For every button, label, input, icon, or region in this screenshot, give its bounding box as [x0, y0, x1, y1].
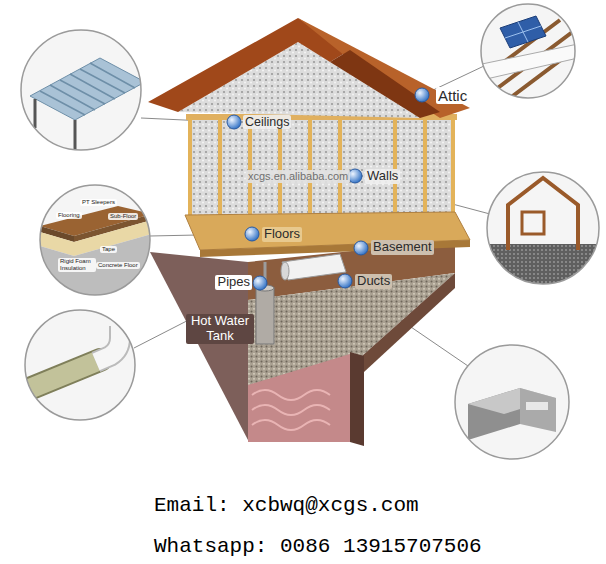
- inset-label: Tape: [100, 246, 117, 253]
- stud: [278, 118, 282, 216]
- inset-border: [40, 185, 150, 295]
- basement-corner: [350, 352, 364, 446]
- wall-studs: [190, 118, 453, 216]
- part-label: Basement: [371, 240, 434, 255]
- inset-border: [455, 345, 569, 459]
- roof-gable: [330, 50, 440, 118]
- duct: [282, 254, 346, 280]
- window-frame: [522, 212, 544, 234]
- part-label: Ducts: [355, 274, 392, 289]
- inset-border: [21, 30, 141, 150]
- contact-text: Whatsapp: 0086 13915707506: [152, 535, 484, 559]
- house-frame: [508, 178, 578, 250]
- inset-label: Sub-Floor: [108, 213, 138, 220]
- roof-ribs: [40, 63, 135, 115]
- roof-right: [298, 18, 470, 118]
- pipe-sleeve: [22, 360, 100, 392]
- part-label: Ceilings: [243, 115, 291, 129]
- metal-roof: [30, 58, 145, 120]
- stud: [338, 118, 342, 216]
- marker-dot: [245, 227, 259, 241]
- part-label: Floors: [262, 227, 302, 242]
- contact-text: Email: xcbwq@xcgs.com: [152, 494, 421, 518]
- duct-end: [281, 262, 289, 280]
- stud: [308, 118, 312, 216]
- roof-panel-inset: [30, 58, 145, 150]
- wall-insulation: [188, 118, 455, 215]
- marker-dot: [227, 115, 241, 129]
- marker-dot: [253, 276, 267, 290]
- pipe-sleeve-edge: [22, 360, 100, 392]
- inset-border: [25, 310, 135, 420]
- duct-side: [520, 388, 556, 432]
- panel-grid: [505, 22, 541, 42]
- elbow-edge: [96, 326, 120, 362]
- part-label: Walls: [365, 169, 400, 184]
- marker-dot: [354, 241, 368, 255]
- marker-dot: [338, 274, 352, 288]
- duct-inset: [468, 388, 556, 440]
- roof-beams: [35, 82, 145, 150]
- stud: [451, 118, 455, 216]
- part-label: Pipes: [215, 275, 252, 290]
- heated-slab: [248, 354, 350, 442]
- stud: [188, 118, 192, 216]
- stud: [423, 118, 427, 216]
- duct-tag: [526, 402, 548, 410]
- floor-beam: [200, 240, 470, 257]
- inset-border: [481, 4, 575, 98]
- concrete: [40, 234, 152, 300]
- stud: [248, 118, 252, 216]
- inset-label: Rigid Foam Insulation: [58, 258, 96, 272]
- attic-insulation: [482, 44, 578, 80]
- hot-water-tank: [256, 288, 274, 344]
- floor-section-inset: [40, 206, 152, 300]
- wall-inset: [486, 178, 600, 290]
- inset-label: Concrete Floor: [96, 262, 140, 269]
- part-label: Attic: [436, 87, 469, 104]
- pipe-inset: [22, 326, 120, 392]
- inset-label: PT Sleepers: [80, 199, 117, 206]
- inset-border: [487, 172, 599, 284]
- inset-circle: [455, 345, 569, 459]
- marker-dot: [415, 88, 429, 102]
- pipe-elbow: [96, 326, 120, 362]
- stud: [218, 118, 222, 216]
- stud: [393, 118, 397, 216]
- radiant-coil: [252, 390, 330, 430]
- part-label: Hot Water Tank: [186, 314, 254, 344]
- marker-dot: [348, 169, 362, 183]
- inset-label: Flooring: [56, 212, 82, 219]
- solar-panel: [500, 16, 546, 48]
- watermark: xcgs.en.alibaba.com: [246, 170, 350, 183]
